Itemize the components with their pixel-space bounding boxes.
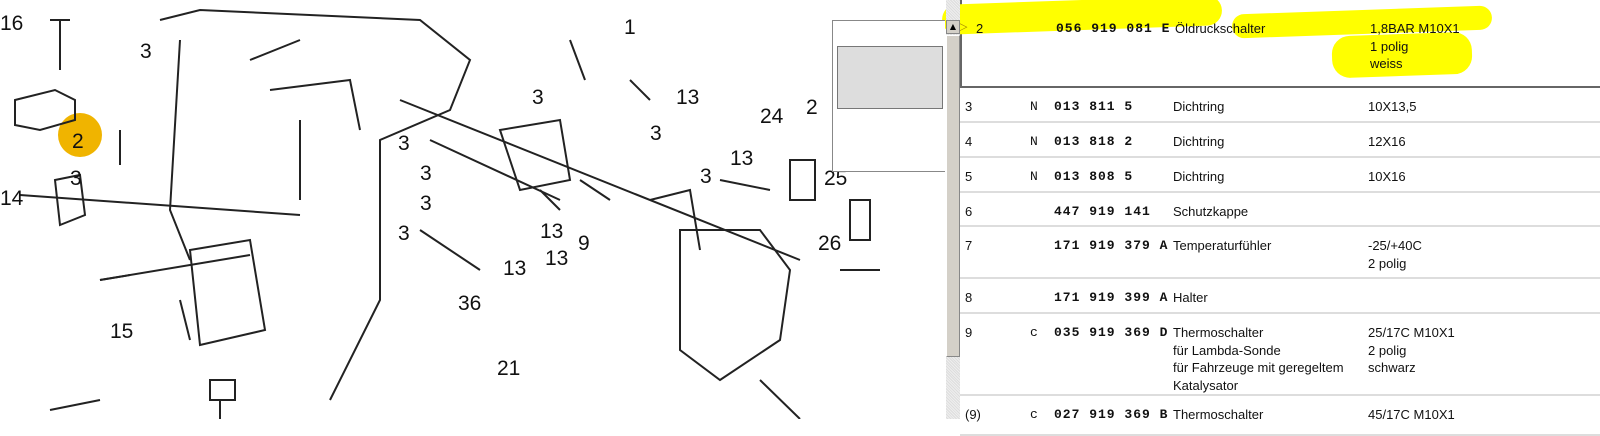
description-line: Öldruckschalter [1175, 21, 1266, 36]
callout: 25 [824, 167, 847, 190]
callout: 3 [532, 86, 544, 109]
remarks-line: 12X16 [1368, 134, 1406, 149]
item-flag: N [1030, 134, 1038, 149]
item-number: 9 [965, 325, 973, 340]
remarks-line: 1 polig [1370, 38, 1409, 54]
parts-exploded-diagram: 16 3 1 3 13 2 3 14 3 24 2 13 3 3 13 9 3 … [0, 8, 880, 419]
description-line: Dichtring [1173, 134, 1225, 149]
description-line: Dichtring [1173, 99, 1225, 114]
remarks-line: 2 polig [1368, 342, 1407, 358]
description-line: für Fahrzeuge mit geregeltem [1173, 360, 1344, 375]
table-row[interactable]: 7 171 919 379 A Temperaturfühler -25/+40C 2 … [960, 227, 1600, 279]
remarks-line: 25/17C M10X1 [1368, 325, 1455, 340]
description-line: für Lambda-Sonde [1173, 342, 1281, 358]
description-line: Temperaturfühler [1173, 238, 1272, 253]
callout: 3 [420, 192, 432, 215]
vertical-scrollbar[interactable]: ▲ [946, 0, 960, 419]
part-number: 447 919 141 [1054, 204, 1151, 219]
item-number: 4 [965, 134, 973, 149]
item-number: 8 [965, 290, 973, 305]
callout: 13 [540, 220, 563, 243]
callout: 9 [578, 232, 590, 255]
callout-labels: 16 3 1 3 13 2 3 14 3 24 2 13 3 3 13 9 3 … [0, 12, 847, 380]
item-number: 3 [965, 99, 973, 114]
description-line: Dichtring [1173, 169, 1225, 184]
callout: 3 [650, 122, 662, 145]
callout: 3 [140, 40, 152, 63]
table-row[interactable]: 5 N 013 808 5 Dichtring 10X16 [960, 158, 1600, 193]
item-number: 7 [965, 238, 973, 253]
remarks-line: 2 polig [1368, 255, 1407, 271]
item-number: 2 [976, 21, 984, 36]
table-row[interactable]: 3 N 013 811 5 Dichtring 10X13,5 [960, 88, 1600, 123]
table-row[interactable]: 4 N 013 818 2 Dichtring 12X16 [960, 123, 1600, 158]
diagram-overview-thumbnail[interactable] [832, 20, 945, 172]
remarks-line: 45/17C M10X1 [1368, 407, 1455, 422]
remarks-line: 10X16 [1368, 169, 1406, 184]
part-number: 013 808 5 [1054, 169, 1134, 184]
item-flag: c [1030, 407, 1038, 422]
callout: 36 [458, 292, 481, 315]
callout: 13 [676, 86, 699, 109]
callout: 1 [624, 16, 636, 39]
description-line: Schutzkappe [1173, 204, 1249, 219]
item-number: (9) [965, 407, 981, 422]
part-number: 171 919 379 A [1054, 238, 1169, 253]
remarks-line: weiss [1370, 56, 1403, 71]
scroll-up-button[interactable]: ▲ [946, 20, 960, 34]
item-flag: N [1030, 99, 1038, 114]
callout: 13 [503, 257, 526, 280]
highlight-marker [58, 113, 102, 157]
item-number: 6 [965, 204, 973, 219]
remarks-line: 10X13,5 [1368, 99, 1417, 114]
callout: 13 [730, 147, 753, 170]
parts-table: ▷ 2 056 919 081 E Öldruckschalter 1,8BAR M10… [941, 0, 1600, 436]
remarks-line: schwarz [1368, 360, 1416, 375]
selected-row-arrow-icon: ▷ [959, 20, 968, 33]
table-row[interactable]: (9) c 027 919 369 B Thermoschalter 45/17C M1… [960, 396, 1600, 436]
item-flag: N [1030, 169, 1038, 184]
item-flag: c [1030, 325, 1038, 340]
description-line: Thermoschalter [1173, 325, 1264, 340]
part-number: 056 919 081 E [1056, 21, 1171, 36]
callout: 2 [806, 96, 818, 119]
callout: 2 [72, 130, 84, 153]
diagram-lines [14, 8, 880, 419]
item-number: 5 [965, 169, 973, 184]
callout: 21 [497, 357, 520, 380]
remarks-line: -25/+40C [1368, 238, 1422, 253]
remarks-line: 1,8BAR M10X1 [1370, 21, 1460, 36]
callout: 13 [545, 247, 568, 270]
table-row[interactable]: 9 c 035 919 369 D Thermoschalter für Lambda-… [960, 314, 1600, 396]
description-line: Thermoschalter [1173, 407, 1264, 422]
part-number: 171 919 399 A [1054, 290, 1169, 305]
table-row[interactable]: 8 171 919 399 A Halter [960, 279, 1600, 314]
part-number: 013 811 5 [1054, 99, 1134, 114]
part-number: 013 818 2 [1054, 134, 1134, 149]
callout: 15 [110, 320, 133, 343]
scrollbar-thumb[interactable] [946, 35, 960, 357]
callout: 26 [818, 232, 841, 255]
description-line: Halter [1173, 290, 1208, 305]
part-number: 035 919 369 D [1054, 325, 1169, 340]
callout: 3 [70, 167, 82, 190]
callout: 24 [760, 105, 784, 128]
part-number: 027 919 369 B [1054, 407, 1169, 422]
callout: 3 [398, 132, 410, 155]
table-row[interactable]: 6 447 919 141 Schutzkappe [960, 193, 1600, 227]
callout: 3 [700, 165, 712, 188]
callout: 3 [420, 162, 432, 185]
overview-viewport[interactable] [837, 46, 943, 109]
callout: 14 [0, 187, 24, 210]
description-line: Katalysator [1173, 377, 1239, 393]
callout: 3 [398, 222, 410, 245]
callout: 16 [0, 12, 23, 35]
table-row[interactable]: ▷ 2 056 919 081 E Öldruckschalter 1,8BAR M10… [941, 0, 1600, 88]
